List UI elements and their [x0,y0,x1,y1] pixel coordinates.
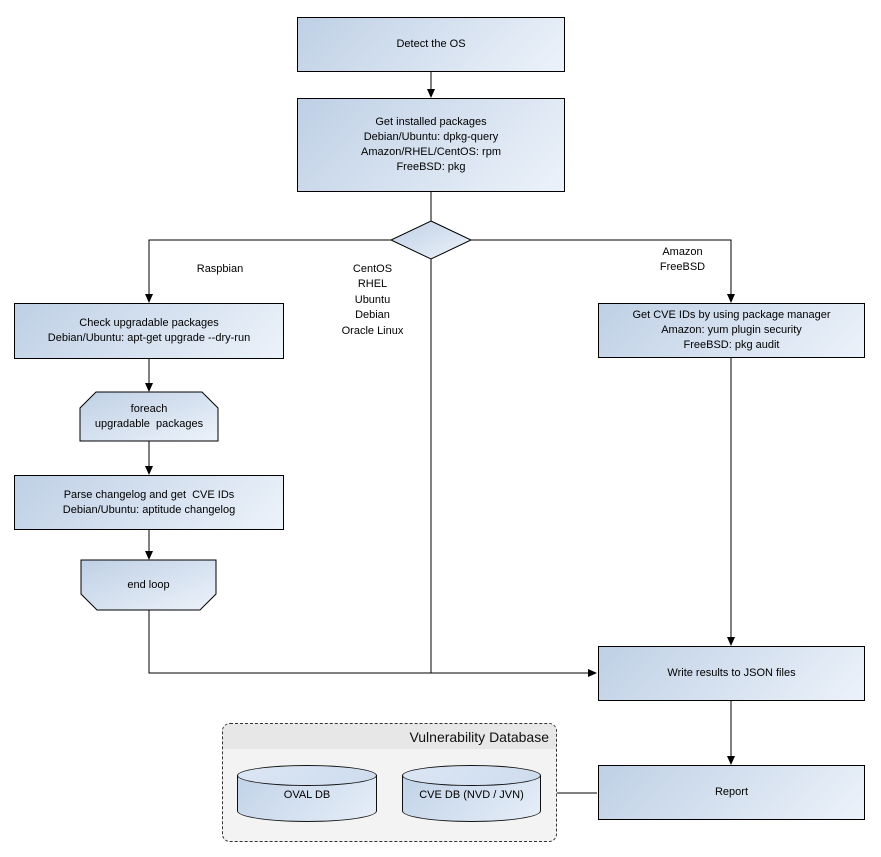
node-report-label: Report [714,786,749,799]
branch-label-right-os-list: Amazon FreeBSD [635,245,730,276]
branch-label-raspbian: Raspbian [170,262,270,277]
node-get-installed-packages-line4: FreeBSD: pkg [396,160,466,173]
edge-foreach-to-parse [145,441,153,475]
node-foreach-loop: foreach upgradable packages [80,392,218,441]
node-write-results: Write results to JSON files [598,646,865,701]
node-detect-os: Detect the OS [297,17,565,72]
node-report: Report [598,765,865,820]
edge-decision-to-check-upgradable [145,239,391,303]
node-get-cve-ids-line3: FreeBSD: pkg audit [683,338,780,351]
right-os-1: Amazon [662,246,703,258]
node-get-installed-packages-line2: Debian/Ubuntu: dpkg-query [363,131,499,144]
center-os-2: RHEL [357,278,388,291]
cve-db-label: CVE DB (NVD / JVN) [419,789,524,801]
node-foreach-line1: foreach [130,402,168,415]
node-get-cve-ids: Get CVE IDs by using package manager Ama… [598,303,865,358]
edge-parse-to-endloop [145,530,153,560]
edge-check-to-foreach [145,359,153,392]
edge-detect-to-installed [427,72,435,98]
edge-getcve-to-write-results [727,358,735,646]
decision-diamond [389,220,473,260]
node-get-cve-ids-line2: Amazon: yum plugin security [661,324,802,337]
node-check-upgradable-line1: Check upgradable packages [79,317,219,330]
edge-write-results-to-report [727,701,735,765]
oval-db-cylinder-top [237,765,377,786]
node-end-loop: end loop [81,560,216,610]
node-check-upgradable-packages: Check upgradable packages Debian/Ubuntu:… [14,303,284,359]
oval-db-label: OVAL DB [283,789,331,801]
node-detect-os-label: Detect the OS [396,38,466,51]
oval-db-cylinder: OVAL DB [237,765,377,822]
center-os-3: Ubuntu [354,293,391,306]
branch-label-raspbian-text: Raspbian [196,263,244,275]
node-parse-changelog: Parse changelog and get CVE IDs Debian/U… [14,475,284,530]
end-loop-shape [80,559,217,611]
node-parse-changelog-line1: Parse changelog and get CVE IDs [63,488,235,501]
node-get-installed-packages-line3: Amazon/RHEL/CentOS: rpm [361,146,501,158]
center-os-5: Oracle Linux [341,324,404,337]
edge-endloop-to-write-results [148,610,597,677]
node-end-loop-label: end loop [127,578,170,591]
node-get-cve-ids-line1: Get CVE IDs by using package manager [632,309,831,322]
center-os-4: Debian [355,309,390,322]
node-get-installed-packages-line1: Get installed packages [375,116,487,129]
foreach-loop-shape [79,391,219,442]
branch-label-center-os-list: CentOS RHEL Ubuntu Debian Oracle Linux [325,262,420,339]
node-check-upgradable-line2: Debian/Ubuntu: apt-get upgrade --dry-run [47,332,251,344]
edge-decision-to-get-cve-ids [471,239,735,303]
cve-db-cylinder: CVE DB (NVD / JVN) [402,765,541,822]
cve-db-cylinder-top [402,765,541,786]
node-get-installed-packages: Get installed packages Debian/Ubuntu: dp… [297,98,565,192]
right-os-2: FreeBSD [659,261,706,274]
node-foreach-line2: upgradable packages [94,417,204,430]
vulnerability-database-title: Vulnerability Database [223,724,556,749]
node-write-results-label: Write results to JSON files [667,667,796,680]
node-parse-changelog-line2: Debian/Ubuntu: aptitude changelog [62,503,236,516]
center-os-1: CentOS [352,263,393,275]
